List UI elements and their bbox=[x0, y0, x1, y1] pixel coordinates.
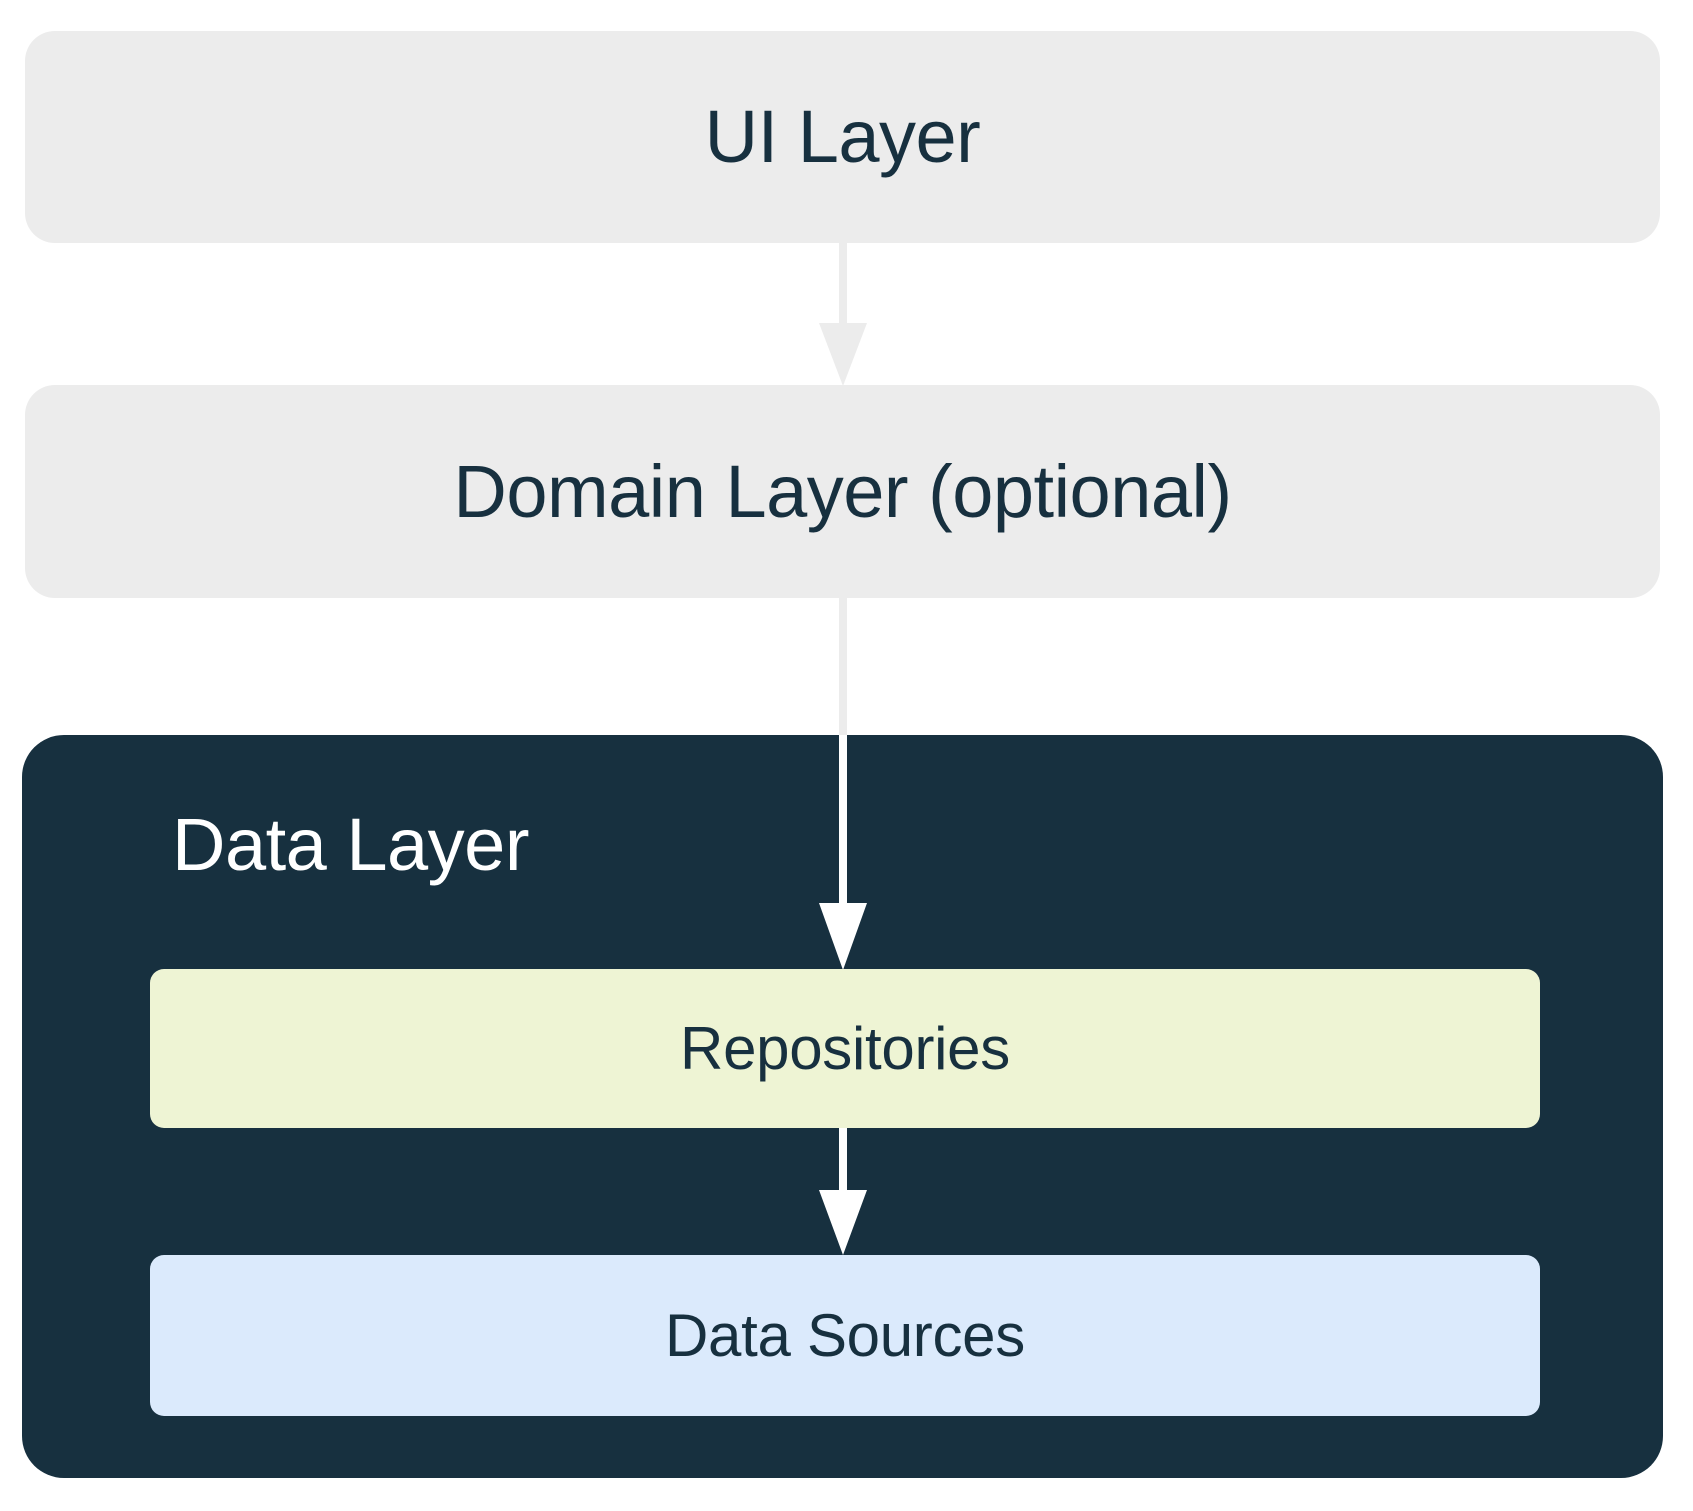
repositories-box: Repositories bbox=[150, 969, 1540, 1128]
arrow-repositories-to-data-sources-icon bbox=[795, 1128, 891, 1256]
ui-layer-label: UI Layer bbox=[704, 95, 981, 178]
data-sources-label: Data Sources bbox=[665, 1301, 1025, 1369]
data-layer-box: Data Layer Repositories Data Sources bbox=[22, 735, 1663, 1478]
arrow-ui-to-domain-icon bbox=[795, 243, 891, 387]
data-sources-box: Data Sources bbox=[150, 1255, 1540, 1416]
data-layer-label: Data Layer bbox=[172, 803, 529, 886]
domain-layer-label: Domain Layer (optional) bbox=[453, 449, 1232, 533]
arrow-domain-to-repositories-icon bbox=[795, 735, 891, 971]
arrow-domain-to-data-shaft-icon bbox=[795, 598, 891, 736]
domain-layer-box: Domain Layer (optional) bbox=[25, 385, 1660, 598]
ui-layer-box: UI Layer bbox=[25, 31, 1660, 243]
repositories-label: Repositories bbox=[680, 1014, 1010, 1082]
